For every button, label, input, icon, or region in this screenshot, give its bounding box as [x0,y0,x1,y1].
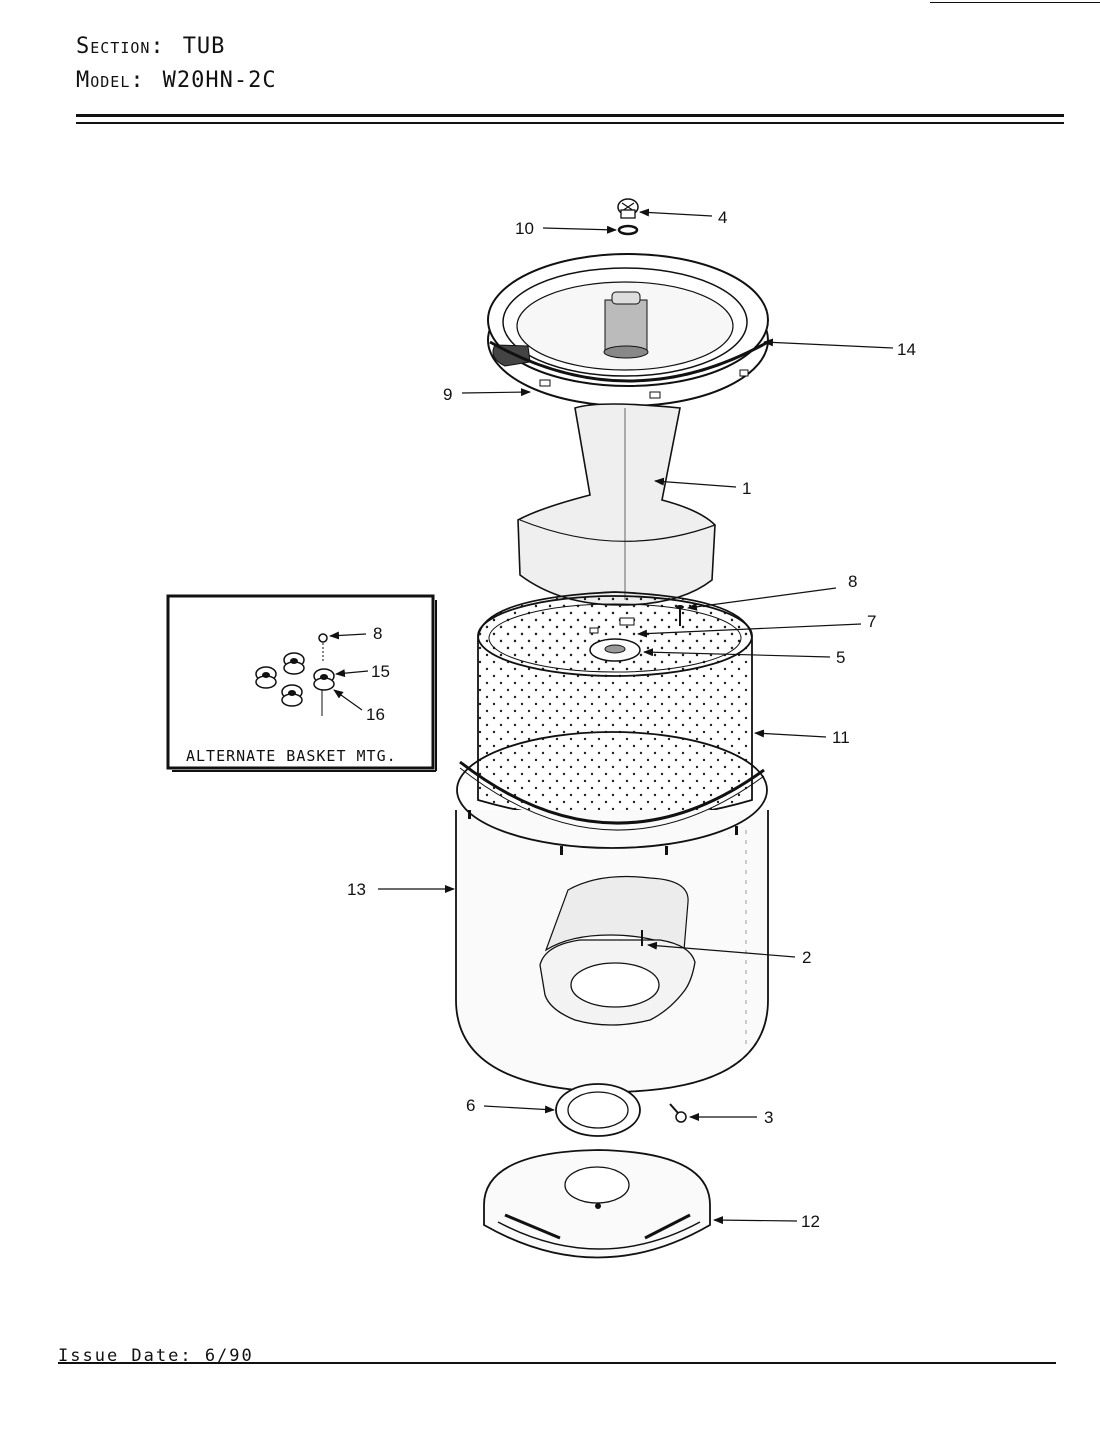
part-8-screw [676,605,684,626]
model-label: Model: [76,68,145,93]
leader-11 [754,729,827,738]
callout-8: 8 [848,572,857,591]
part-3-screw [669,1103,687,1123]
part-6-gasket [555,1083,641,1137]
callout-7: 7 [867,612,876,631]
agitator-shaft [603,291,649,359]
callout-4: 4 [718,208,727,227]
header-rule-bottom [76,122,1064,124]
alternate-basket-inset: 8 15 16 ALTERNATE BASKET MTG. [166,594,437,772]
model-heading: Model: W20HN-2C [76,68,277,93]
leader-1 [654,477,737,488]
leader-5 [643,648,831,658]
footer-rule [58,1362,1056,1364]
callout-9: 9 [443,385,452,404]
callout-2: 2 [802,948,811,967]
section-value: TUB [182,34,226,59]
leader-2 [647,941,796,958]
callout-10: 10 [515,219,534,238]
callout-14: 14 [897,340,916,359]
leader-7 [637,623,862,638]
part-1-agitator [517,403,716,606]
inset-callout-15: 15 [371,662,390,681]
section-label: Section: [76,34,165,59]
part-2-sump [539,875,696,1026]
header-rule-top [76,114,1064,117]
callout-5: 5 [836,648,845,667]
callout-1: 1 [742,479,751,498]
callout-6: 6 [466,1096,475,1115]
section-heading: Section: TUB [76,34,225,59]
leader-4 [639,208,713,217]
callout-12: 12 [801,1212,820,1231]
leader-12 [713,1216,798,1225]
leader-6 [483,1105,555,1114]
leader-14 [763,338,894,349]
inset-title: ALTERNATE BASKET MTG. [186,747,397,765]
part-12-base-plate [483,1149,711,1259]
inset-callout-16: 16 [366,705,385,724]
part-10-oring [617,224,639,236]
model-value: W20HN-2C [162,68,277,93]
part-4-cap [617,198,639,219]
part-11-basket [477,591,753,821]
leader-10 [542,225,617,234]
leader-9 [461,388,531,397]
callout-13: 13 [347,880,366,899]
leader-8 [687,587,837,611]
inset-callout-8: 8 [373,624,382,643]
callout-3: 3 [764,1108,773,1127]
corner-rule [930,2,1100,3]
issue-date: Issue Date: 6/90 [58,1346,254,1366]
callout-11: 11 [832,728,850,747]
